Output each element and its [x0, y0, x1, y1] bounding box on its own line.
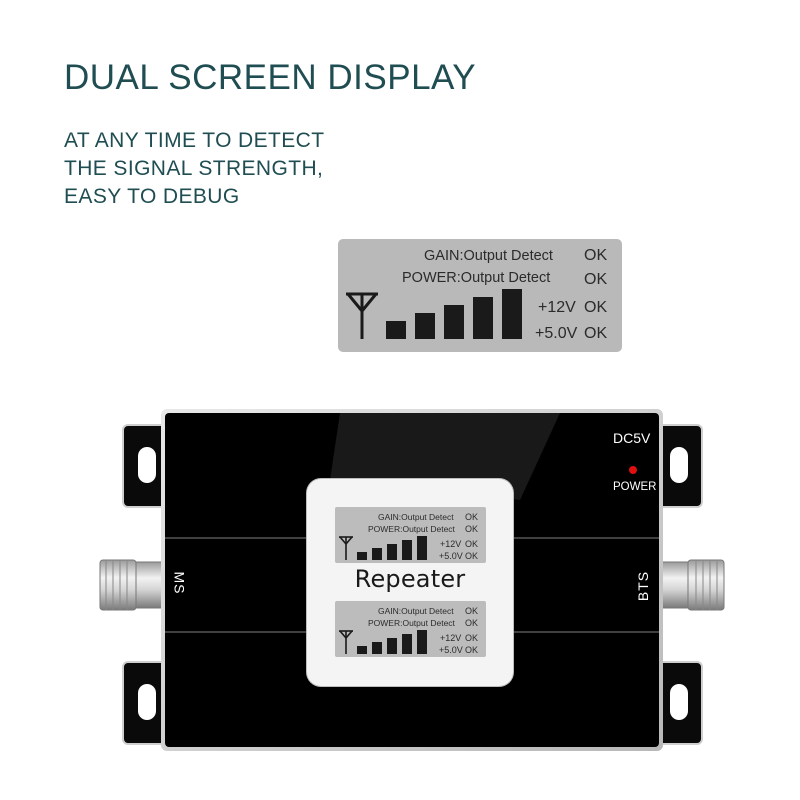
upper-display: GAIN:Output Detect OK POWER:Output Detec…	[335, 507, 486, 563]
signal-bar-4	[473, 297, 493, 339]
signal-bar-4	[402, 540, 412, 560]
display-face: GAIN:Output Detect OK POWER:Output Detec…	[307, 479, 513, 686]
mounting-tab-bottom-right	[653, 661, 703, 745]
signal-meter	[346, 289, 522, 339]
subtitle-line-1: AT ANY TIME TO DETECT	[64, 129, 325, 152]
upper-power-ok: OK	[465, 524, 479, 534]
signal-bar-3	[387, 638, 397, 654]
lower-display: GAIN:Output Detect OK POWER:Output Detec…	[335, 601, 486, 657]
upper-gain-ok: OK	[465, 512, 479, 522]
v5-ok: OK	[584, 325, 608, 342]
upper-gain-label: GAIN:Output Detect	[378, 512, 454, 522]
lower-power-ok: OK	[465, 618, 479, 628]
lower-gain-label: GAIN:Output Detect	[378, 606, 454, 616]
gain-ok: OK	[584, 247, 608, 264]
subtitle-line-3: EASY TO DEBUG	[64, 185, 240, 208]
signal-bar-5	[417, 630, 427, 654]
signal-bar-1	[357, 552, 367, 560]
signal-bar-2	[415, 313, 435, 339]
ms-port-label: MS	[171, 571, 188, 595]
upper-v12: +12V	[440, 539, 462, 549]
power-ok: OK	[584, 271, 608, 288]
subtitle-line-2: THE SIGNAL STRENGTH,	[64, 157, 324, 180]
signal-bar-2	[372, 548, 382, 560]
dc5v-label: DC5V	[613, 430, 651, 446]
antenna-icon	[339, 536, 353, 560]
upper-v5: +5.0V	[439, 551, 463, 561]
signal-bar-5	[502, 289, 522, 339]
v5-label: +5.0V	[535, 325, 578, 342]
lower-v12-ok: OK	[465, 633, 479, 643]
antenna-icon	[346, 292, 378, 339]
v12-label: +12V	[538, 299, 576, 316]
signal-bar-1	[357, 646, 367, 654]
power-led	[629, 466, 637, 474]
device-name: Repeater	[354, 565, 466, 593]
antenna-icon	[339, 630, 353, 654]
signal-bar-2	[372, 642, 382, 654]
page-heading: DUAL SCREEN DISPLAY	[64, 58, 477, 97]
bts-port-label: BTS	[635, 570, 652, 602]
v12-ok: OK	[584, 299, 608, 316]
lower-power-label: POWER:Output Detect	[368, 618, 455, 628]
lower-signal-meter	[339, 630, 427, 654]
gain-label: GAIN:Output Detect	[424, 248, 553, 264]
upper-signal-meter	[339, 536, 427, 560]
signal-bar-3	[387, 544, 397, 560]
signal-bar-3	[444, 305, 464, 339]
lower-v5-ok: OK	[465, 645, 479, 655]
power-led-label: POWER	[613, 481, 657, 493]
upper-v5-ok: OK	[465, 551, 479, 561]
left-connector	[99, 559, 165, 611]
upper-power-label: POWER:Output Detect	[368, 524, 455, 534]
lower-v12: +12V	[440, 633, 462, 643]
mounting-tab-bottom-left	[122, 661, 174, 745]
zoomed-display-panel: GAIN:Output Detect OK POWER:Output Detec…	[338, 239, 622, 352]
power-label: POWER:Output Detect	[402, 270, 551, 286]
lower-v5: +5.0V	[439, 645, 463, 655]
lower-gain-ok: OK	[465, 606, 479, 616]
right-connector	[659, 559, 725, 611]
signal-bar-5	[417, 536, 427, 560]
upper-v12-ok: OK	[465, 539, 479, 549]
signal-bar-4	[402, 634, 412, 654]
signal-bar-1	[386, 321, 406, 339]
